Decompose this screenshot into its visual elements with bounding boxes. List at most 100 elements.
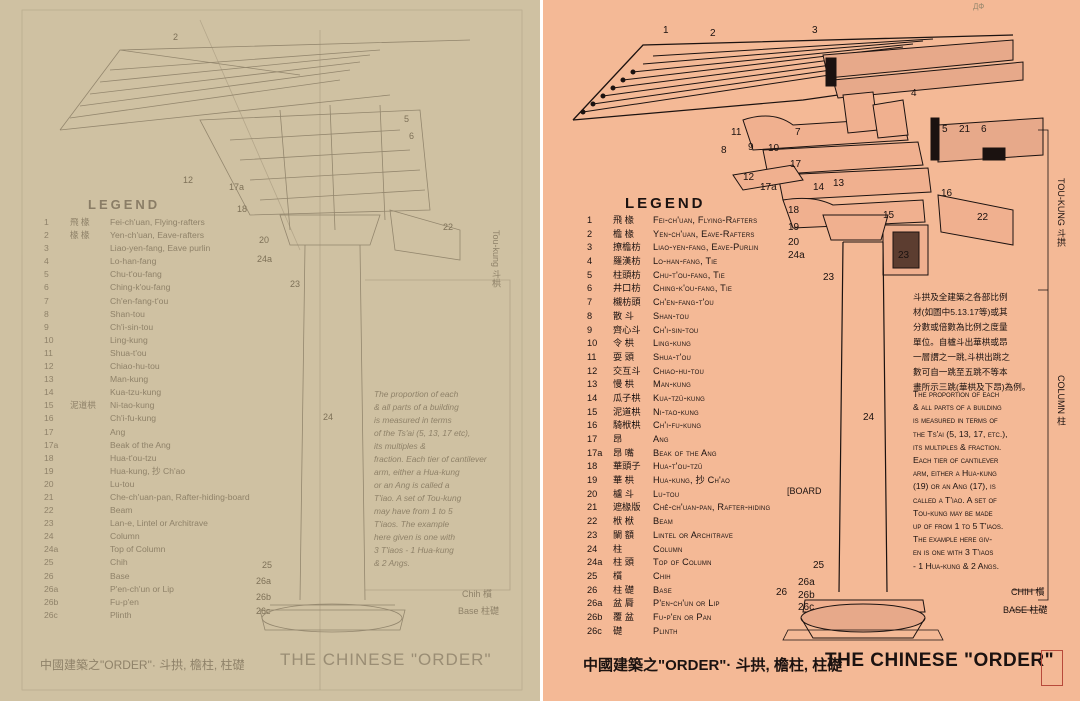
title-chinese: 中國建築之"ORDER"· 斗拱, 檐柱, 柱礎 — [40, 658, 245, 672]
legend-item-number: 7 — [587, 297, 593, 308]
legend-item-number: 12 — [587, 365, 598, 376]
legend-item-chinese: 華頭子 — [613, 461, 641, 472]
svg-text:6: 6 — [409, 131, 414, 141]
legend-item: 13 Man-kung — [44, 373, 250, 386]
svg-text:22: 22 — [977, 212, 989, 223]
legend-item-number: 25 — [587, 570, 598, 581]
legend-item-english: Fu-p'en — [110, 596, 139, 607]
legend-item-english: Beam — [110, 505, 133, 516]
legend-item-english: Hua-t'ou-tzu — [110, 452, 157, 463]
legend-item-english: P'en-ch'un or Lip — [110, 583, 174, 594]
legend-item-chinese: 飛 椽 — [613, 215, 634, 225]
legend-item-english: Chih — [653, 570, 671, 581]
legend-item-number: 17 — [587, 434, 598, 444]
legend-item-chinese: 檐 椽 — [613, 228, 634, 239]
legend-item-english: Lo-han-fang, Tie — [653, 256, 718, 267]
proportion-note-chinese: 斗拱及全建築之各部比例 材(如圖中5.13.17等)或其 分數或倍數為比例之度量… — [913, 292, 1031, 392]
svg-text:5: 5 — [942, 124, 948, 135]
legend-item-number: 10 — [44, 334, 54, 345]
legend-item-chinese: 齊心斗 — [613, 324, 641, 335]
legend-item-number: 23 — [587, 529, 598, 540]
legend-item-chinese: 柱 礎 — [613, 584, 634, 595]
legend-item-english: Fei-ch'uan, Flying-rafters — [110, 217, 205, 227]
legend-item-number: 22 — [44, 505, 54, 516]
legend-item-number: 6 — [44, 282, 49, 293]
legend-item-chinese: 盆 脣 — [613, 598, 634, 609]
legend-item-chinese: 椽 椽 — [70, 230, 90, 241]
legend-item-number: 21 — [44, 491, 54, 502]
svg-text:9: 9 — [748, 142, 754, 153]
side-label-chih: CHIH 櫍 — [1011, 587, 1045, 597]
legend-item-english: Kua-tzŭ-kung — [653, 392, 705, 403]
legend-item-english: Plinth — [653, 625, 678, 636]
legend-item-chinese: 柱 — [613, 543, 623, 554]
legend-item-number: 18 — [44, 452, 54, 463]
svg-text:7: 7 — [795, 127, 801, 138]
legend-item-chinese: 井口枋 — [613, 283, 641, 294]
legend-item-number: 3 — [44, 243, 49, 254]
svg-text:10: 10 — [768, 143, 780, 154]
legend-item-number: 23 — [44, 518, 54, 529]
legend-item-english: Chê-ch'uan-pan, Rafter-hiding — [653, 502, 771, 513]
legend-item-number: 2 — [587, 228, 593, 239]
legend-item: 9 齊心斗 Ch'i-sin-tou — [587, 324, 770, 338]
svg-text:12: 12 — [183, 175, 193, 185]
board-label: [BOARD — [787, 486, 822, 496]
legend-item-chinese: 交互斗 — [613, 365, 641, 376]
chinese-order-drawing: 1 2 3 4 5 21 6 11 7 8 9 10 17 13 14 12 1… — [572, 25, 1049, 641]
legend-item-chinese: 栿 栿 — [613, 516, 634, 527]
legend-item-number: 14 — [44, 387, 54, 398]
svg-text:19: 19 — [788, 222, 800, 233]
side-label-column: COLUMN 柱 — [1056, 375, 1066, 426]
legend-item-number: 13 — [587, 379, 598, 390]
legend-item-english: Shua-t'ou — [653, 351, 692, 362]
legend-item-chinese: 令 栱 — [613, 338, 634, 349]
legend-item-english: Lintel or Architrave — [653, 529, 734, 540]
legend-item-number: 3 — [587, 242, 593, 253]
legend-item-english: Ch'i-sin-tou — [653, 324, 699, 335]
legend-item-english: Shan-tou — [110, 308, 145, 319]
svg-text:23: 23 — [290, 279, 300, 289]
legend-item-english: Ching-k'ou-fang — [110, 282, 171, 293]
pencil-draft-sheet: 2 5 6 12 17a 18 22 20 24a 23 24 25 26a 2… — [0, 0, 540, 701]
ink-final-sheet: 1 2 3 4 5 21 6 11 7 8 9 10 17 13 14 12 1… — [543, 0, 1080, 701]
legend-item-english: Lu-tou — [653, 488, 680, 499]
legend-item-english: Chiao-hu-tou — [110, 361, 160, 372]
legend-item-number: 9 — [587, 324, 593, 335]
legend-item-number: 11 — [587, 351, 597, 362]
legend-item-english: Ni-tao-kung — [110, 400, 155, 411]
legend-item-chinese: 昂 — [613, 434, 623, 444]
svg-text:18: 18 — [788, 205, 800, 216]
svg-text:16: 16 — [941, 188, 953, 199]
svg-text:2: 2 — [710, 28, 716, 39]
svg-text:17a: 17a — [760, 182, 777, 193]
legend-item-chinese: 騎栿栱 — [613, 420, 641, 431]
svg-text:24: 24 — [323, 412, 333, 422]
legend-item-chinese: 柱 頭 — [613, 557, 634, 568]
legend-item-english: Man-kung — [110, 374, 149, 385]
legend-item-chinese: 慢 栱 — [613, 379, 634, 390]
legend-item-english: Ching-k'ou-fang, Tie — [653, 283, 733, 294]
legend-item-number: 13 — [44, 374, 54, 385]
svg-text:23: 23 — [823, 272, 835, 283]
legend-item-number: 17 — [44, 426, 54, 437]
